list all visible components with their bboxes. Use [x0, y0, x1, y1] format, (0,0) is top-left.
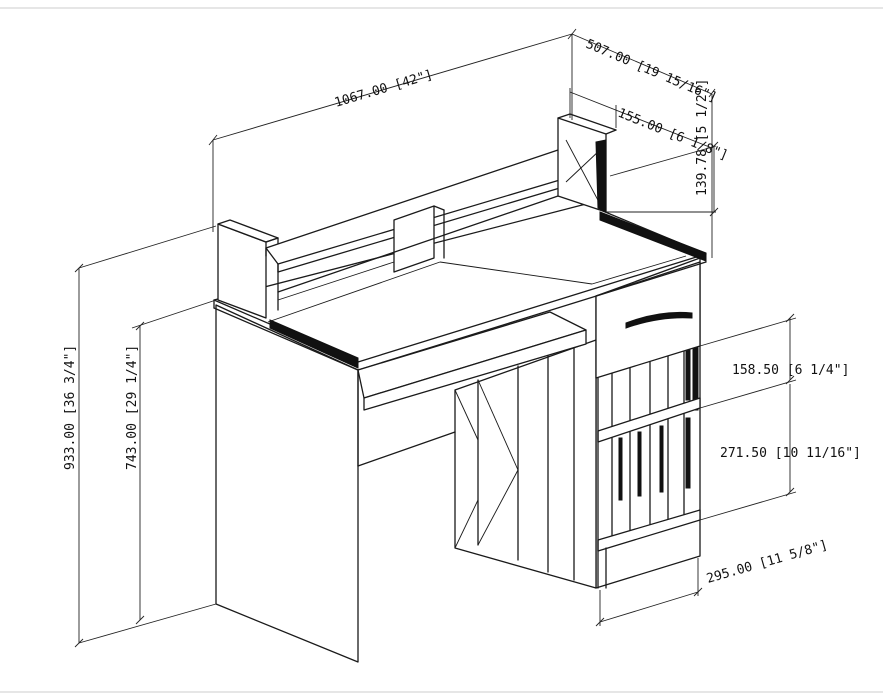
desk-top-edge-front [269, 319, 359, 369]
keyboard-tray-front [363, 329, 587, 411]
left-side-panel [215, 304, 359, 663]
drawer-handle [625, 311, 693, 329]
dim-drawer-height: 158.50 [6 1/4"] [699, 313, 849, 409]
dim-overall-height: 933.00 [36 3/4"] [63, 225, 217, 648]
dim-hutch-shelf-height: 139.78 [5 1/2"] [606, 79, 719, 217]
label-cabinet-width: 295.00 [11 5/8"] [705, 538, 830, 587]
dim-shelf-opening-height: 271.50 [10 11/16"] [699, 384, 861, 521]
back-panel [454, 339, 597, 589]
label-hutch-depth: 155.00 [6 1/8"] [616, 106, 730, 164]
dim-desk-height: 743.00 [29 1/4"] [125, 299, 217, 625]
label-overall-height: 933.00 [36 3/4"] [63, 345, 78, 470]
hutch-divider [393, 205, 435, 273]
label-drawer-height: 158.50 [6 1/4"] [732, 363, 849, 378]
label-overall-width: 1067.00 [42"] [333, 68, 435, 111]
desk-illustration [213, 113, 707, 663]
label-desk-height: 743.00 [29 1/4"] [125, 345, 140, 470]
label-shelf-opening-height: 271.50 [10 11/16"] [720, 446, 861, 461]
desk-top-edge-right [599, 211, 707, 262]
label-hutch-shelf-height: 139.78 [5 1/2"] [695, 79, 710, 196]
hutch [217, 113, 617, 319]
dim-overall-width: 1067.00 [42"] [208, 28, 577, 232]
